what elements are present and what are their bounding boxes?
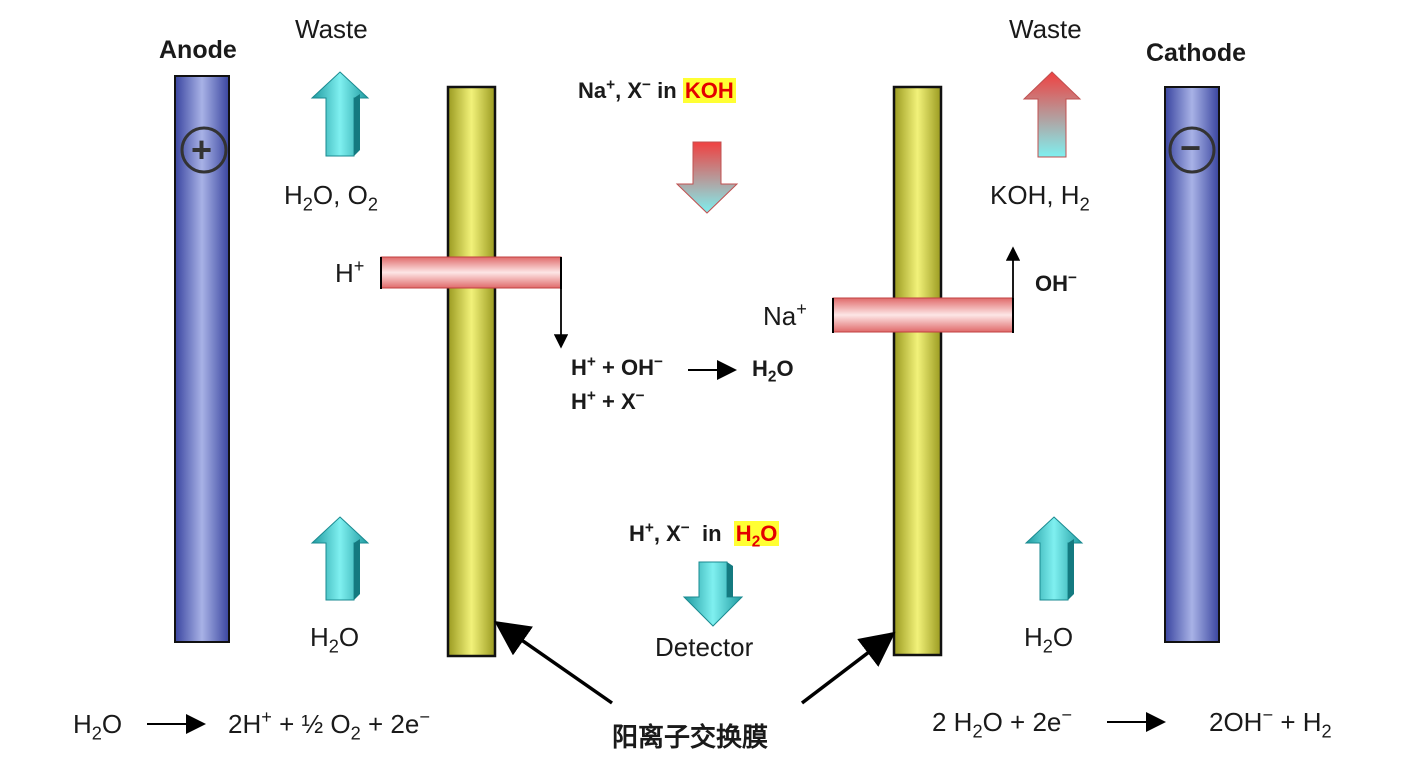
proton-channel [380,256,562,289]
h2o-highlight: H2O [733,521,780,551]
cathode-minus-icon [1168,126,1216,174]
anode-waste-up-arrow [310,71,370,157]
bottom-solution-label: H+, X− in H2O [629,519,780,551]
cathode-label: Cathode [1146,39,1246,67]
anode-plus-sign: + [191,129,213,170]
cathode-waste-species: KOH, H2 [990,180,1090,215]
waste-label-right: Waste [1009,14,1082,44]
membrane-pointer-right [800,631,896,705]
top-solution-label: Na+, X− in KOH [578,76,736,103]
proton-label: H+ [335,256,365,288]
detector-label: Detector [655,632,754,662]
waste-label-left: Waste [295,14,368,44]
cathode-inlet-species: H2O [1024,622,1074,657]
membrane-pointer-left [494,620,614,705]
koh-highlight: KOH [682,78,736,103]
detector-down-arrow [682,561,744,627]
cathode-minus-sign: − [1180,127,1202,168]
anode-inlet-up-arrow [310,516,370,601]
membrane-right [892,85,943,657]
acid-pair: H+ + X− [571,387,645,414]
anode-inlet-species: H2O [310,622,360,657]
anode-reaction-reactant: H2O [73,709,123,744]
cathode-inlet-up-arrow [1024,516,1084,601]
hydroxide-label: OH− [1035,269,1077,296]
koh-inlet-down-arrow [675,141,739,214]
anode-label: Anode [159,36,237,64]
anode-electrode [174,75,230,643]
cathode-waste-up-arrow [1022,71,1082,158]
membrane-left [446,85,497,658]
sodium-channel [832,297,1014,333]
anode-reaction-products: 2H+ + ½ O2 + 2e− [228,707,430,744]
cathode-electrode [1164,86,1220,643]
sodium-label: Na+ [763,299,807,331]
cathode-reaction-reactants: 2 H2O + 2e− [932,705,1072,742]
cathode-reaction-products: 2OH− + H2 [1209,705,1332,742]
neutralization-product: H2O [752,356,794,386]
anode-plus-icon [180,126,228,174]
neutralization-reaction: H+ + OH− [571,353,663,380]
membrane-name-label: 阳离子交换膜 [612,723,769,753]
anode-waste-species: H2O, O2 [284,180,378,215]
